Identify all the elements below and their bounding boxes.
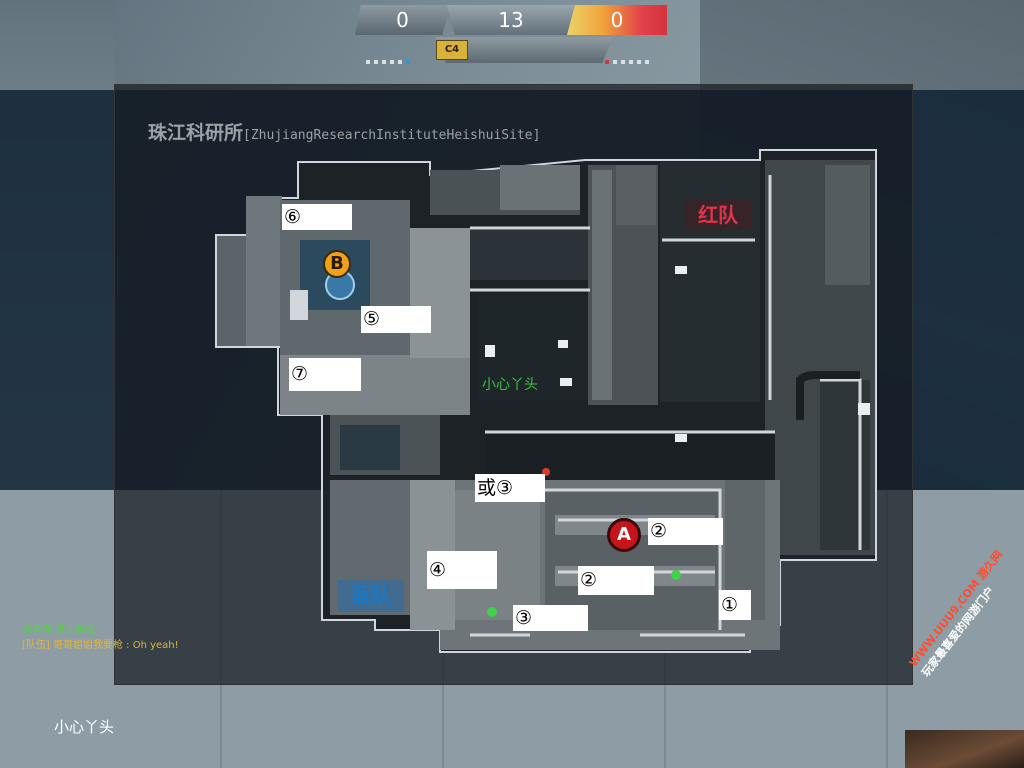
route-marker: ② xyxy=(578,566,654,595)
bombsite-a-icon: A xyxy=(607,518,641,552)
route-marker: 或③ xyxy=(475,474,545,502)
map-subtitle: [ZhujiangResearchInstituteHeishuiSite] xyxy=(243,128,541,143)
route-marker: ② xyxy=(648,518,723,545)
c4-icon: C4 xyxy=(436,40,468,60)
scoreboard: 0 13 0 xyxy=(355,5,667,37)
weapon-viewmodel xyxy=(905,730,1024,768)
route-marker: ④ xyxy=(427,551,497,589)
red-team-player-dots xyxy=(605,60,649,66)
bombsite-b-icon: B xyxy=(323,250,351,278)
blue-team-score: 0 xyxy=(355,5,450,35)
blue-team-spawn-label: 蓝队 xyxy=(338,580,404,612)
chat-line-team: [队伍] 哥哥姐姐我要枪 : Oh yeah! xyxy=(22,640,179,651)
red-team-score: 0 xyxy=(567,5,667,35)
blue-team-player-dots xyxy=(366,60,410,66)
map-name: 珠江科研所 xyxy=(148,122,244,144)
route-marker: ① xyxy=(719,590,751,620)
route-marker: ⑦ xyxy=(289,358,361,391)
chat-line-system: 恭喜你 进入游戏 xyxy=(22,625,96,636)
red-team-spawn-label: 红队 xyxy=(685,200,751,230)
round-timer: 13 xyxy=(447,5,575,35)
route-marker: ⑤ xyxy=(361,306,431,333)
route-marker: ⑥ xyxy=(282,204,352,230)
map-annotation: 小心丫头 xyxy=(482,377,538,393)
map-title: 珠江科研所[ZhujiangResearchInstituteHeishuiSi… xyxy=(148,118,540,145)
player-nameplate: 小心丫头 xyxy=(54,718,115,736)
route-marker: ③ xyxy=(513,605,588,631)
